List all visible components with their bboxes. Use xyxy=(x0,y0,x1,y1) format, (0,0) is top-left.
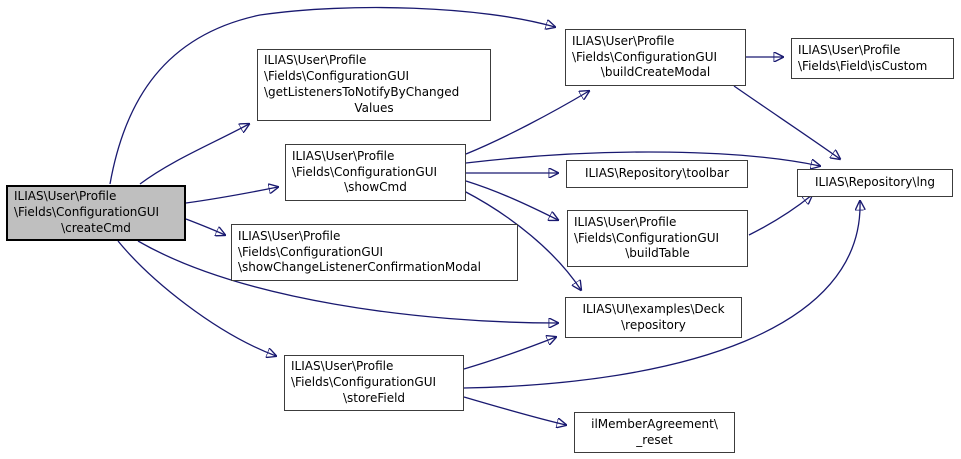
edge-showCmd-buildCreateModal xyxy=(465,91,589,155)
node-label: Values xyxy=(354,100,394,115)
node-label: ILIAS\User\Profile xyxy=(798,42,901,57)
node-create-cmd[interactable]: ILIAS\User\Profile \Fields\Configuration… xyxy=(6,185,186,241)
edge-storeField-reset xyxy=(463,396,566,425)
node-label: ILIAS\User\Profile \Fields\Configuration… xyxy=(292,148,438,179)
edge-createCmd-showChangeModal xyxy=(185,218,225,235)
node-build-table[interactable]: ILIAS\User\Profile \Fields\Configuration… xyxy=(567,210,748,267)
node-repository-lng[interactable]: ILIAS\Repository\lng xyxy=(797,169,953,197)
node-build-create-modal[interactable]: ILIAS\User\Profile \Fields\Configuration… xyxy=(565,29,746,86)
edge-createCmd-showCmd xyxy=(185,187,278,204)
node-label: \repository xyxy=(621,317,686,332)
node-label: \showCmd xyxy=(344,180,407,195)
node-deck-repository[interactable]: ILIAS\UI\examples\Deck \repository xyxy=(565,297,742,338)
node-label: ilMemberAgreement\ xyxy=(591,416,718,431)
edge-createCmd-buildCreateModal xyxy=(109,6,555,185)
node-show-cmd[interactable]: ILIAS\User\Profile \Fields\Configuration… xyxy=(285,144,466,201)
node-get-listeners-to-notify-by-changed-values[interactable]: ILIAS\User\Profile \Fields\Configuration… xyxy=(257,49,491,121)
node-repository-toolbar[interactable]: ILIAS\Repository\toolbar xyxy=(566,160,748,188)
node-label: ILIAS\User\Profile \Fields\Configuration… xyxy=(264,53,460,99)
node-label: ILIAS\Repository\toolbar xyxy=(584,166,730,181)
edge-buildCreateModal-lng xyxy=(733,85,840,159)
node-label: \createCmd xyxy=(61,220,131,235)
node-label: ILIAS\User\Profile \Fields\Configuration… xyxy=(572,33,718,64)
node-is-custom[interactable]: ILIAS\User\Profile \Fields\Field\isCusto… xyxy=(791,38,954,79)
node-label: \buildCreateModal xyxy=(600,65,711,80)
edge-createCmd-deckRepository xyxy=(137,240,558,323)
node-label: ILIAS\Repository\lng xyxy=(814,175,936,190)
edge-buildTable-lng xyxy=(748,195,812,236)
edge-storeField-lng xyxy=(463,201,860,389)
node-show-change-listener-confirmation-modal[interactable]: ILIAS\User\Profile \Fields\Configuration… xyxy=(231,224,518,281)
node-label: \buildTable xyxy=(625,246,690,261)
node-store-field[interactable]: ILIAS\User\Profile \Fields\Configuration… xyxy=(284,355,464,411)
node-label: ILIAS\User\Profile \Fields\Configuration… xyxy=(291,359,437,390)
node-il-member-agreement-reset[interactable]: ilMemberAgreement\ _reset xyxy=(574,412,735,453)
edge-showCmd-buildTable xyxy=(465,180,558,220)
node-label: _reset xyxy=(636,432,673,447)
edge-createCmd-storeField xyxy=(117,240,276,356)
node-label: ILIAS\User\Profile \Fields\Configuration… xyxy=(14,189,160,220)
node-label: ILIAS\User\Profile \Fields\Configuration… xyxy=(574,214,720,245)
node-label: \storeField xyxy=(342,390,406,405)
edge-createCmd-getListeners xyxy=(139,124,249,185)
edge-showCmd-deckRepository xyxy=(463,190,581,290)
node-label: ILIAS\User\Profile \Fields\Configuration… xyxy=(238,228,384,259)
edge-showCmd-lng xyxy=(465,151,820,166)
edge-storeField-deckRepository xyxy=(463,337,556,370)
node-label: ILIAS\UI\examples\Deck xyxy=(582,301,725,316)
node-label: \Fields\Field\isCustom xyxy=(798,58,928,73)
node-label: \showChangeListenerConfirmationModal xyxy=(238,260,481,275)
